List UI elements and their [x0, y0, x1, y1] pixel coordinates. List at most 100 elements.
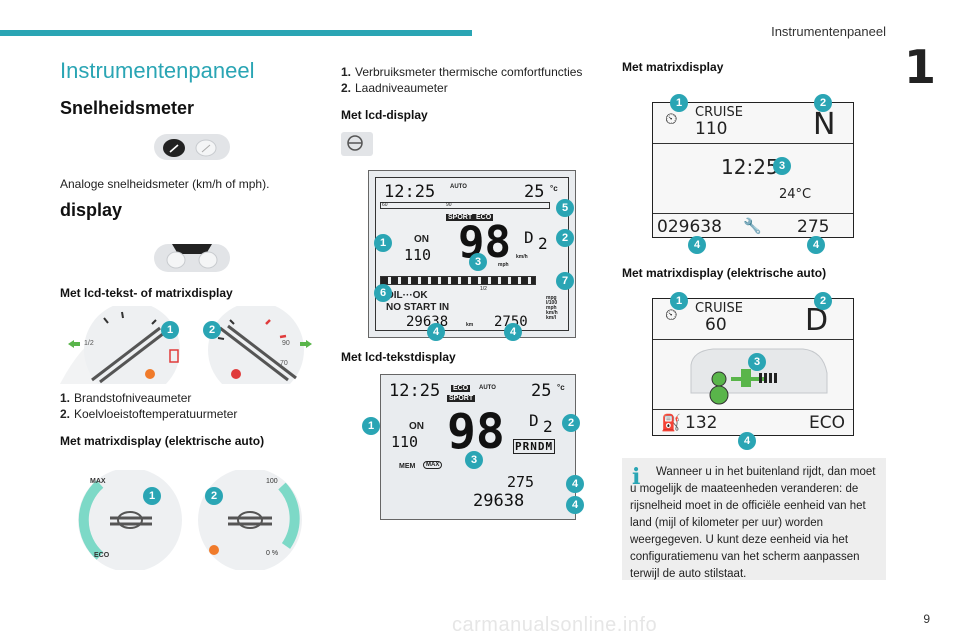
gauge-zero-label: 0 % — [266, 550, 279, 557]
callout-3: 3 — [469, 253, 487, 271]
callout-3: 3 — [773, 157, 791, 175]
gauge-100-label: 100 — [266, 478, 278, 485]
lcd2-speed: 98 — [447, 404, 505, 460]
lcd1-on: ON — [414, 234, 429, 245]
fuel-coolant-gauges: 1/2 90 70 — [60, 302, 322, 398]
lcd1-scale-bar — [380, 202, 550, 209]
lcd2-range: 275 — [507, 473, 535, 491]
lcd1-nostart: NO START IN — [386, 302, 450, 313]
list-item: 1.Brandstofniveaumeter — [60, 391, 192, 405]
speedometer-description: Analoge snelheidsmeter (km/h of mph). — [60, 177, 270, 191]
mx1-time: 12:25 — [721, 155, 779, 179]
mx1-temp: 24°C — [779, 187, 812, 202]
watermark: carmanualsonline.info — [452, 614, 658, 636]
lcd2-auto: AUTO — [479, 385, 496, 391]
electric-gauges: MAX ECO 100 0 % — [60, 468, 322, 572]
info-note-text: Wanneer u in het buitenland rijdt, dan m… — [630, 466, 876, 580]
lcd2-temp: 25 — [531, 381, 552, 401]
list-item: 2.Laadniveaumeter — [341, 81, 448, 95]
lcd1-time: 12:25 — [384, 182, 436, 202]
lcd2-odometer: 29638 — [473, 491, 525, 511]
callout-1: 1 — [161, 321, 179, 339]
lcd1-auto: AUTO — [450, 184, 467, 190]
mx2-cruise: CRUISE — [695, 301, 743, 316]
lcd2-mem: MEM — [399, 463, 416, 470]
lcd1-unit-c: °c — [550, 184, 558, 193]
lcd-or-matrix-heading: Met lcd-tekst- of matrixdisplay — [60, 286, 233, 300]
lcd1-eco-badge: ECO — [474, 214, 494, 221]
van-energy-flow-illustration — [683, 343, 833, 407]
display-heading: display — [60, 200, 123, 220]
page-title: Instrumentenpaneel — [60, 58, 255, 83]
callout-4: 4 — [566, 475, 584, 493]
column-left: Instrumentenpaneel Snelheidsmeter — [60, 56, 322, 119]
gauge-eco-label: ECO — [94, 552, 110, 559]
stopwatch-icon: ⏲ — [665, 111, 678, 128]
header-title: Instrumentenpaneel — [771, 24, 886, 39]
lcd-text-display-heading: Met lcd-tekstdisplay — [341, 350, 456, 364]
callout-2: 2 — [814, 94, 832, 112]
speedometer-illustration — [154, 132, 230, 162]
mx2-gear: D — [805, 303, 829, 338]
callout-1: 1 — [143, 487, 161, 505]
mx1-speed: 110 — [695, 119, 728, 139]
gauge-max-label: MAX — [90, 478, 106, 485]
mx1-cruise: CRUISE — [695, 105, 743, 120]
matrix-display-heading: Met matrixdisplay — [622, 60, 724, 74]
lcd2-gear-num: 2 — [543, 417, 553, 436]
info-note-box: i Wanneer u in het buitenland rijdt, dan… — [622, 458, 886, 580]
mx1-gear: N — [813, 107, 836, 142]
callout-2: 2 — [556, 229, 574, 247]
callout-5: 5 — [556, 199, 574, 217]
list-item: 2.Koelvloeistoftemperatuurmeter — [60, 407, 238, 421]
lcd2-eco-badge: ECO — [451, 385, 471, 392]
gauge-legend-list: 1.Brandstofniveaumeter 2.Koelvloeistofte… — [60, 390, 322, 422]
lcd1-level-bar — [380, 276, 536, 285]
lcd1-km: km — [466, 322, 474, 328]
chapter-number: 1 — [903, 40, 936, 94]
callout-4: 4 — [504, 323, 522, 341]
callout-2: 2 — [562, 414, 580, 432]
callout-3: 3 — [748, 353, 766, 371]
page-number: 9 — [923, 612, 930, 626]
speedometer-heading: Snelheidsmeter — [60, 98, 195, 118]
lcd2-time: 12:25 — [389, 381, 441, 401]
callout-4: 4 — [566, 496, 584, 514]
wrench-icon: 🔧 — [743, 218, 762, 235]
lcd1-temp: 25 — [524, 182, 545, 202]
lcd-display-heading: Met lcd-display — [341, 108, 428, 122]
lcd1-units: mpg l/100 mph km/h km/l — [546, 295, 558, 321]
info-icon: i — [632, 464, 641, 490]
lcd2-gear: D — [529, 411, 539, 430]
mx2-speed: 60 — [705, 315, 727, 335]
lcd2-unit-c: °c — [557, 383, 565, 392]
header-accent-bar — [0, 30, 472, 36]
callout-4: 4 — [738, 432, 756, 450]
matrix-display-1: ⏲ CRUISE 110 N 12:25 24°C 029638 🔧 275 — [652, 102, 854, 238]
callout-1: 1 — [670, 292, 688, 310]
callout-2: 2 — [203, 321, 221, 339]
callout-7: 7 — [556, 272, 574, 290]
lcd2-sport-badge: SPORT — [447, 395, 476, 402]
lcd1-scale-60: 60 — [382, 202, 388, 208]
gauge-half-label: 1/2 — [84, 340, 94, 347]
matrix-electric-heading-left: Met matrixdisplay (elektrische auto) — [60, 434, 265, 448]
lcd1-gear: D — [524, 228, 534, 247]
lcd1-scale-90: 90 — [446, 202, 452, 208]
callout-2: 2 — [814, 292, 832, 310]
gauge-70-label: 70 — [280, 360, 288, 367]
lcd2-prndm: PRNDM — [513, 439, 556, 454]
lcd1-limit: 110 — [404, 246, 432, 264]
mx1-odometer: 029638 — [657, 217, 722, 237]
callout-3: 3 — [465, 451, 483, 469]
gauge-90-label: 90 — [282, 340, 290, 347]
callout-4: 4 — [807, 236, 825, 254]
stopwatch-icon: ⏲ — [665, 307, 678, 324]
callout-2: 2 — [205, 487, 223, 505]
lcd1-kmh: km/h — [516, 254, 528, 260]
display-illustration — [154, 238, 230, 274]
callout-4: 4 — [688, 236, 706, 254]
steering-wheel-icon — [341, 132, 373, 156]
callout-1: 1 — [670, 94, 688, 112]
lcd2-max: MAX — [423, 461, 443, 469]
